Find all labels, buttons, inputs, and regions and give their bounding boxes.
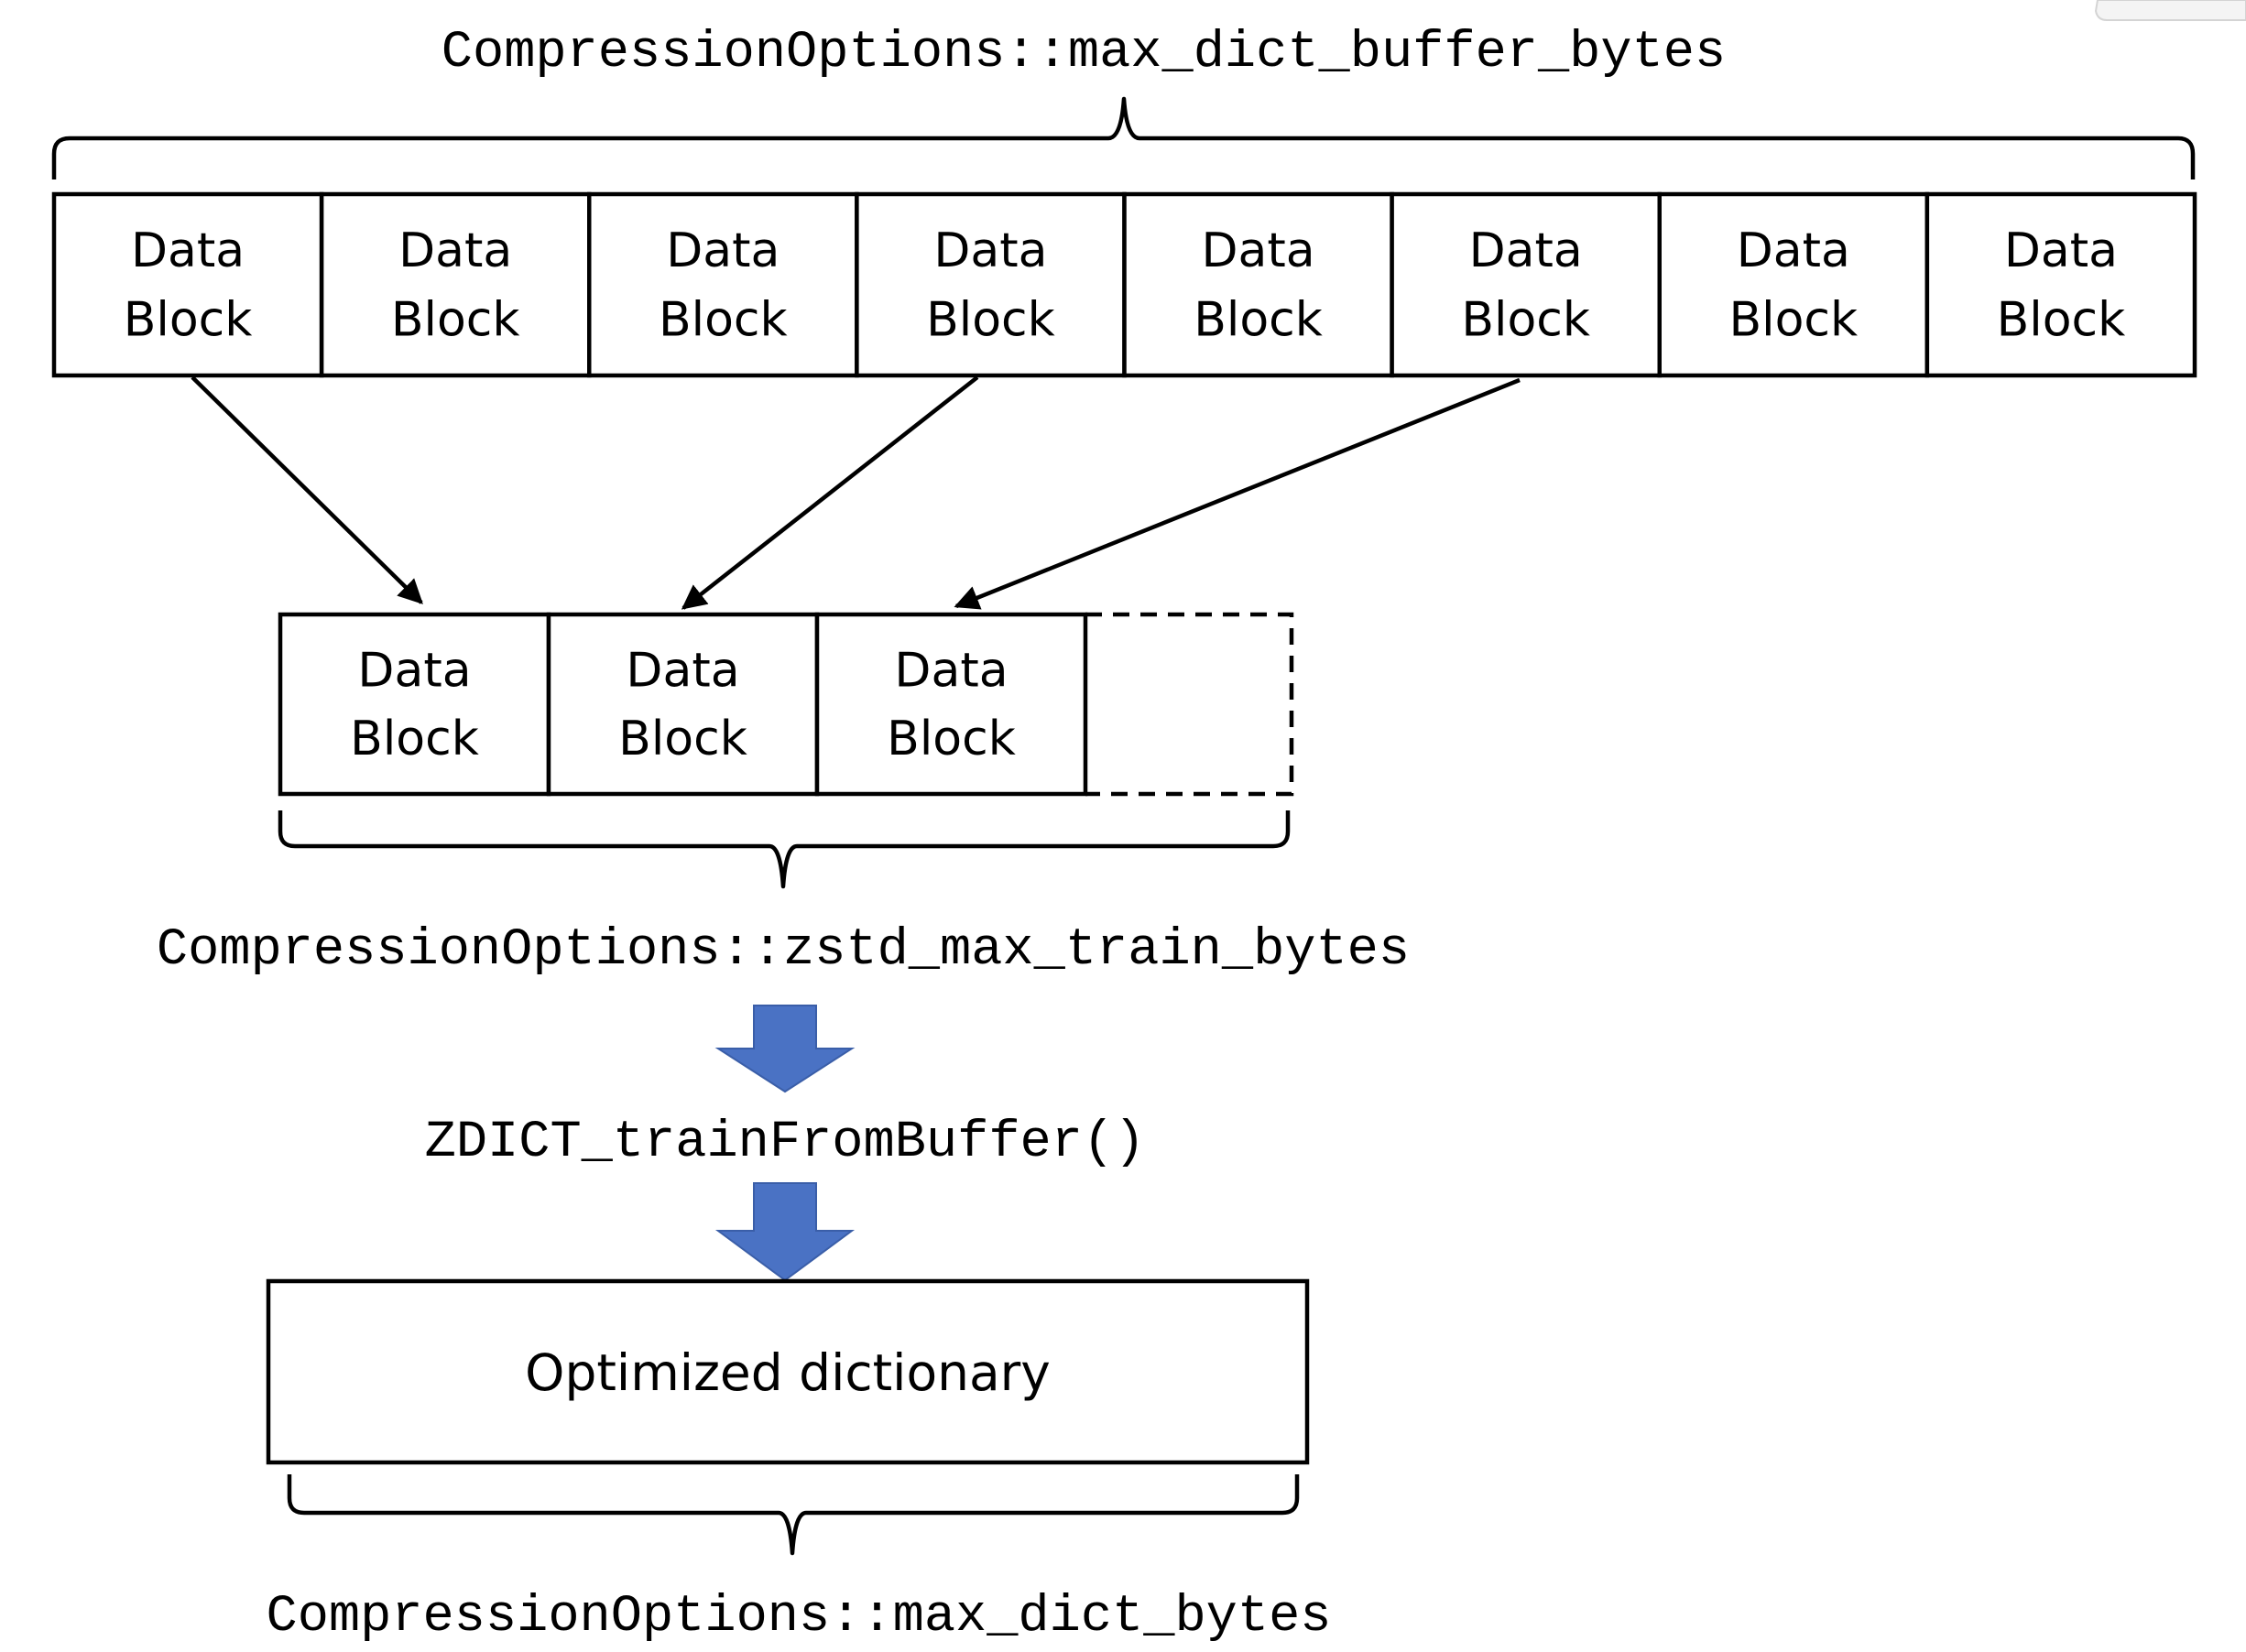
sampled-data-block-frame bbox=[546, 612, 820, 797]
data-block-label-line1: Data bbox=[894, 643, 1008, 698]
data-block-label-line2: Block bbox=[124, 292, 253, 347]
data-block-label-line2: Block bbox=[659, 292, 788, 347]
buffer-data-block-frame bbox=[587, 191, 859, 378]
buffer-data-block-frame bbox=[1924, 191, 2197, 378]
buffer-data-block-frame bbox=[319, 191, 592, 378]
data-block-label-line1: Data bbox=[626, 643, 739, 698]
train-function-label: ZDICT_trainFromBuffer() bbox=[425, 1114, 1146, 1172]
empty-slot-dashed bbox=[1085, 612, 1294, 797]
data-block-label-line2: Block bbox=[391, 292, 520, 347]
data-block-label-line1: Data bbox=[131, 223, 245, 278]
data-block-label-line1: Data bbox=[2004, 223, 2118, 278]
zstd-max-train-bytes-label: CompressionOptions::zstd_max_train_bytes bbox=[157, 921, 1410, 980]
data-block-label-line2: Block bbox=[1194, 292, 1323, 347]
max-dict-buffer-bytes-label: CompressionOptions::max_dict_buffer_byte… bbox=[442, 24, 1726, 82]
train-bytes-brace bbox=[278, 810, 1291, 889]
buffer-brace bbox=[51, 96, 2196, 179]
buffer-data-block-frame bbox=[1657, 191, 1930, 378]
buffer-data-block-frame bbox=[1122, 191, 1394, 378]
max-dict-bytes-label: CompressionOptions::max_dict_bytes bbox=[267, 1588, 1332, 1647]
data-block-label-line1: Data bbox=[398, 223, 512, 278]
sample-arrow-2 bbox=[681, 375, 979, 610]
data-block-label-line2: Block bbox=[1461, 292, 1590, 347]
sampled-data-block-frame bbox=[278, 612, 551, 797]
data-block-label-line2: Block bbox=[926, 292, 1055, 347]
data-block-label-line1: Data bbox=[1201, 223, 1314, 278]
buffer-data-block-frame bbox=[855, 191, 1127, 378]
flow-arrow-down-icon bbox=[714, 1005, 856, 1093]
buffer-data-block-frame bbox=[51, 191, 324, 378]
sample-arrow-3 bbox=[954, 377, 1521, 610]
sampled-data-block-frame bbox=[814, 612, 1088, 797]
sample-arrow-1 bbox=[191, 375, 423, 604]
buffer-blocks-row: DataBlockDataBlockDataBlockDataBlockData… bbox=[51, 191, 2197, 378]
buffer-data-block-frame bbox=[1390, 191, 1662, 378]
data-block-label-line2: Block bbox=[1728, 292, 1858, 347]
flow-arrow-down-icon bbox=[714, 1182, 856, 1282]
data-block-label-line1: Data bbox=[933, 223, 1047, 278]
data-block-label-line2: Block bbox=[350, 712, 479, 766]
data-block-label-line1: Data bbox=[1469, 223, 1583, 278]
optimized-dictionary-label: Optimized dictionary bbox=[525, 1343, 1051, 1402]
data-block-label-line1: Data bbox=[357, 643, 471, 698]
data-block-label-line1: Data bbox=[666, 223, 780, 278]
optimized-dictionary-box bbox=[266, 1278, 1310, 1465]
dict-bytes-brace bbox=[287, 1474, 1300, 1556]
window-corner-decoration bbox=[2094, 0, 2246, 21]
data-block-label-line2: Block bbox=[618, 712, 747, 766]
data-block-label-line1: Data bbox=[1737, 223, 1850, 278]
data-block-label-line2: Block bbox=[1997, 292, 2126, 347]
data-block-label-line2: Block bbox=[887, 712, 1016, 766]
